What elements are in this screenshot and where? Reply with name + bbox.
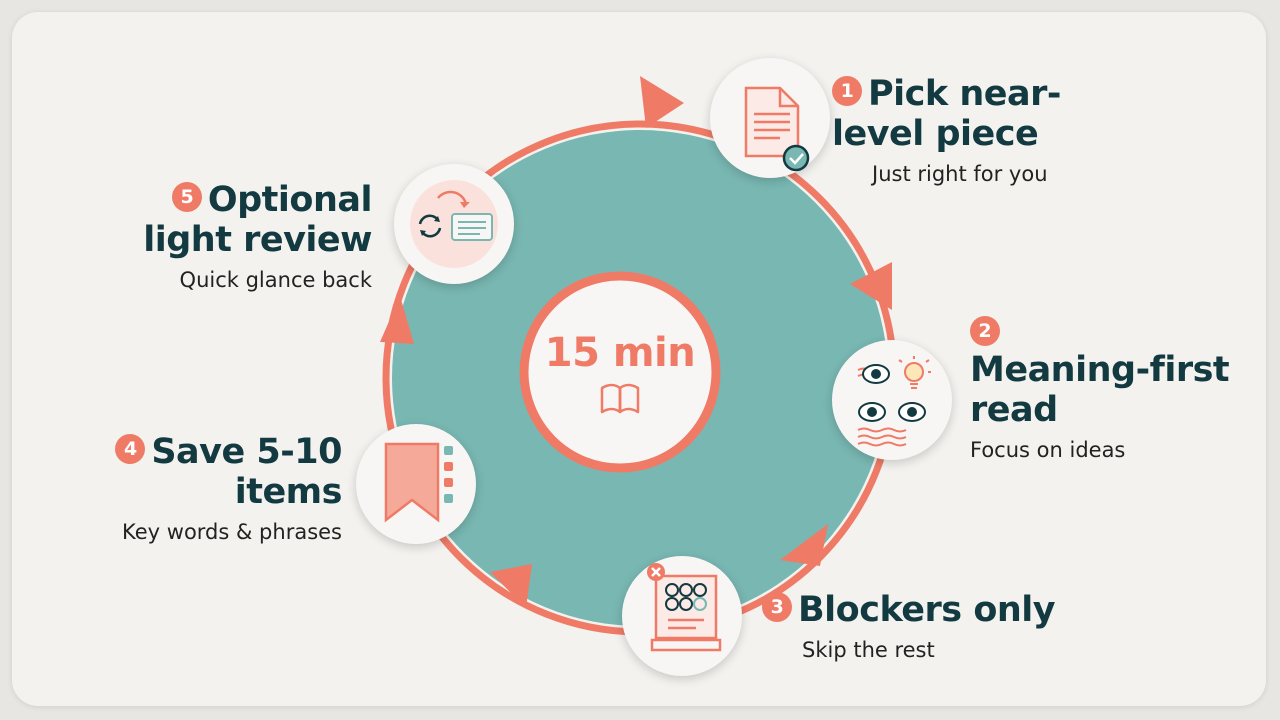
step-4-title-line1: Save 5-10 — [151, 432, 342, 472]
step-5-icon-circle — [394, 164, 514, 284]
cycle-arrowhead-5 — [380, 296, 414, 344]
cycle-arrowhead-1 — [640, 76, 684, 128]
cycle-arrowhead-3 — [780, 524, 828, 566]
bookmark-icon — [384, 442, 453, 523]
step-2-title-line2: read — [970, 390, 1058, 430]
step-2-subtitle: Focus on ideas — [970, 438, 1126, 462]
step-2-text: 2 Meaning-first read Focus on ideas — [970, 316, 1230, 464]
step-2-title-line1: Meaning-first — [970, 350, 1230, 390]
cycle-arrowhead-2 — [850, 262, 892, 310]
cycle-arrowhead-4 — [490, 564, 532, 608]
step-1-number-badge: 1 — [832, 76, 862, 106]
step-5-title-line2: light review — [143, 220, 372, 260]
step-3-icon-circle — [622, 556, 742, 676]
step-4-icon-circle — [356, 424, 476, 544]
refresh-card-icon — [410, 180, 498, 268]
step-1-title-line1: Pick near- — [868, 74, 1061, 114]
book-grid-icon — [647, 563, 722, 652]
step-5-number-badge: 5 — [171, 182, 202, 212]
document-check-icon — [744, 86, 810, 172]
step-3-title-line1: Blockers only — [798, 590, 1056, 630]
step-4-title-line2: items — [234, 472, 343, 512]
step-2-number-badge: 2 — [970, 316, 1000, 346]
step-1-title-line2: level piece — [832, 114, 1039, 154]
step-1-icon-circle — [710, 58, 830, 178]
step-1-subtitle: Just right for you — [872, 162, 1048, 186]
step-4-subtitle: Key words & phrases — [122, 520, 342, 544]
eyes-lightbulb-icon — [857, 356, 931, 447]
center-label: 15 min — [544, 330, 696, 376]
center-circle — [519, 271, 721, 473]
open-book-icon — [600, 383, 640, 414]
step-3-number-badge: 3 — [762, 592, 792, 622]
step-3-subtitle: Skip the rest — [802, 638, 935, 662]
step-4-number-badge: 4 — [115, 434, 146, 464]
step-5-subtitle: Quick glance back — [179, 268, 372, 292]
step-2-icon-circle — [832, 340, 952, 460]
step-5-title-line1: Optional — [207, 180, 373, 220]
step-2-title: Meaning-first read — [970, 350, 1230, 430]
